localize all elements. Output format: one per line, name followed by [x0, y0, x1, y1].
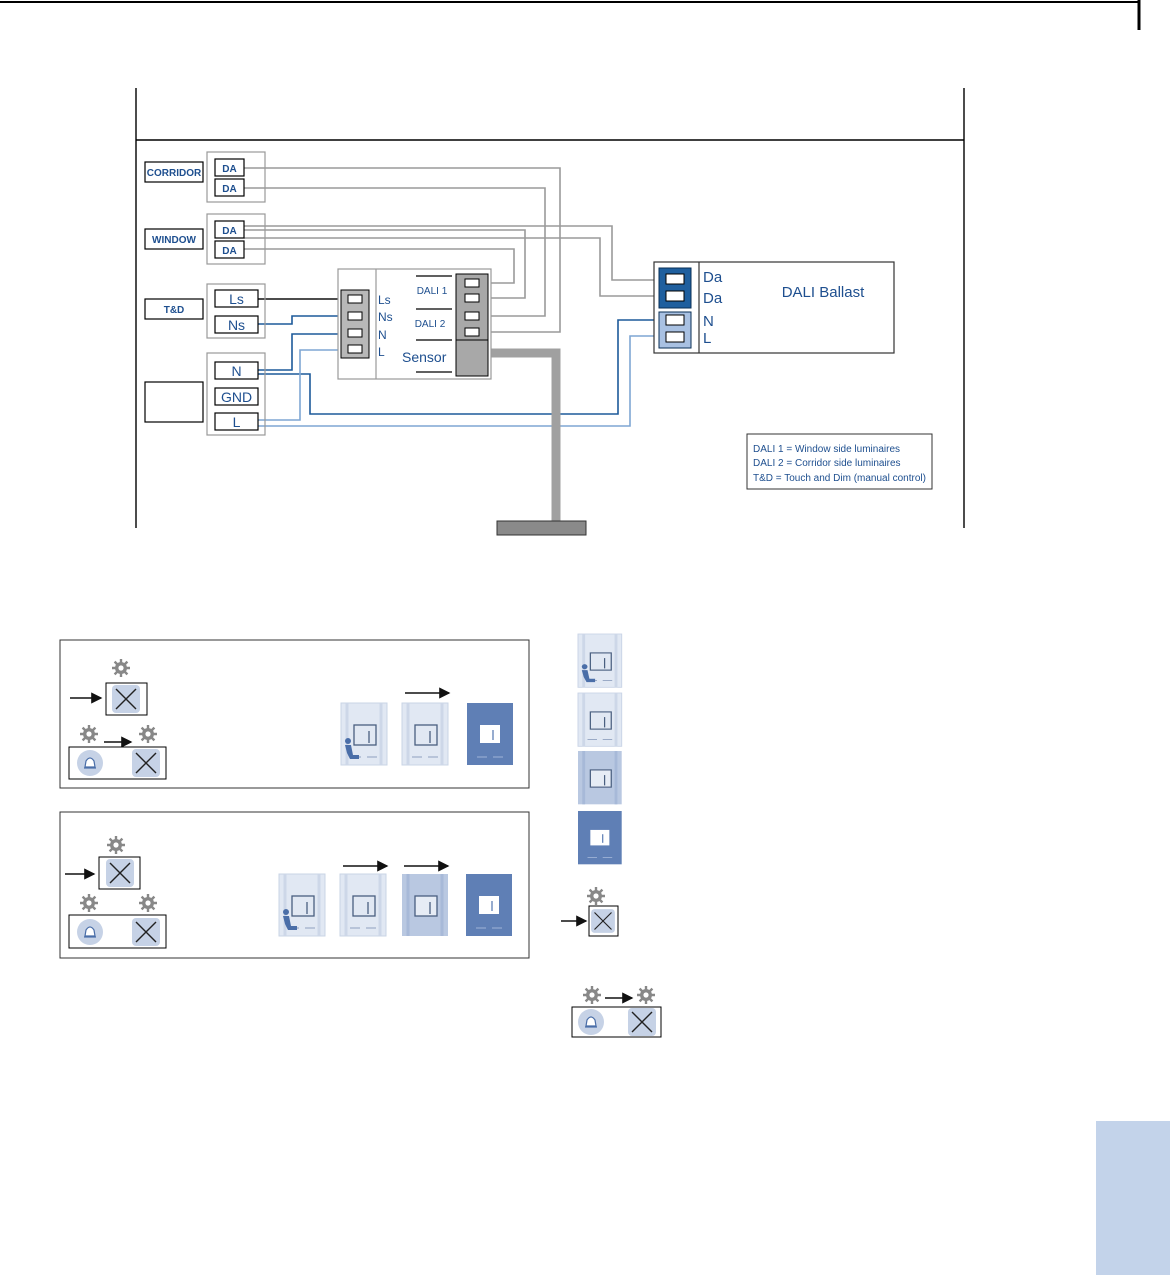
bell-icon: [76, 918, 104, 946]
room-scene-icon: [576, 749, 624, 806]
svg-text:DA: DA: [222, 184, 236, 195]
corridor-label: CORRIDOR: [144, 161, 204, 183]
svg-text:Ns: Ns: [378, 310, 393, 324]
room-scene-icon: [577, 810, 623, 865]
svg-text:Ls: Ls: [378, 293, 391, 307]
gear-icon: [137, 892, 159, 914]
svg-text:DALI 2 = Corridor side luminai: DALI 2 = Corridor side luminaires: [753, 458, 901, 469]
mode-panel-2: [59, 811, 530, 959]
room-scene-icon: [576, 632, 624, 689]
sensor-cable: [486, 348, 561, 522]
dali-ballast: Da Da N L DALI Ballast: [653, 261, 895, 354]
room-scene-icon: [339, 701, 389, 767]
window-label: WINDOW: [144, 228, 204, 250]
wiring-legend: DALI 1 = Window side luminaires DALI 2 =…: [746, 433, 933, 490]
sensor-x-icon: [105, 858, 135, 888]
gray-data-wires: [244, 167, 676, 333]
wiring-frame: [135, 88, 965, 528]
gear-icon: [137, 723, 159, 745]
power-wires: [258, 319, 676, 427]
mode-panel-1: [59, 639, 530, 789]
svg-text:DA: DA: [222, 164, 236, 175]
td-terminal-block: Ls Ns: [206, 283, 266, 339]
svg-text:L: L: [703, 330, 711, 347]
svg-text:DALI 1 = Window side luminaire: DALI 1 = Window side luminaires: [753, 444, 900, 455]
sensor-x-icon: [627, 1007, 657, 1037]
svg-text:CORRIDOR: CORRIDOR: [147, 168, 202, 179]
icon-key-column: [561, 632, 662, 1038]
gear-icon: [585, 885, 607, 907]
sensor-x-icon: [131, 748, 161, 778]
svg-text:L: L: [378, 345, 385, 359]
room-scene-icon: [400, 872, 450, 938]
svg-text:Ns: Ns: [228, 317, 245, 333]
room-scene-icon: [277, 872, 327, 938]
gear-icon: [110, 657, 132, 679]
sensor-x-icon: [131, 917, 161, 947]
svg-text:WINDOW: WINDOW: [152, 235, 196, 246]
gear-icon: [581, 984, 603, 1006]
room-scene-icon: [576, 691, 624, 748]
sensor-unit: Ls Ns N L DALI 1 DALI 2 Sensor: [337, 268, 492, 380]
svg-text:Da: Da: [703, 290, 723, 307]
svg-text:Da: Da: [703, 269, 723, 286]
svg-text:DALI 1: DALI 1: [417, 286, 448, 297]
room-scene-icon: [466, 702, 514, 766]
svg-text:T&D = Touch and Dim (manual co: T&D = Touch and Dim (manual control): [753, 473, 926, 484]
svg-text:N: N: [703, 313, 714, 330]
svg-text:Ls: Ls: [229, 291, 244, 307]
gear-icon: [105, 834, 127, 856]
sensor-x-icon: [590, 908, 616, 934]
bell-icon: [76, 749, 104, 777]
power-terminal-block: N GND L: [206, 352, 266, 436]
sensor-head: [496, 520, 587, 536]
svg-text:N: N: [378, 328, 387, 342]
svg-text:GND: GND: [221, 389, 252, 405]
gear-icon: [78, 723, 100, 745]
svg-text:DALI Ballast: DALI Ballast: [782, 284, 865, 301]
room-scene-icon: [465, 873, 513, 937]
chapter-side-tab: [1096, 1121, 1170, 1275]
gear-icon: [635, 984, 657, 1006]
td-label: T&D: [144, 298, 204, 320]
svg-text:N: N: [231, 363, 241, 379]
svg-text:Sensor: Sensor: [402, 349, 447, 365]
mains-supply-box: [144, 381, 204, 423]
svg-text:DALI 2: DALI 2: [415, 319, 446, 330]
room-scene-icon: [338, 872, 388, 938]
svg-text:T&D: T&D: [164, 305, 185, 316]
room-scene-icon: [400, 701, 450, 767]
sensor-x-icon: [111, 684, 141, 714]
gear-icon: [78, 892, 100, 914]
svg-text:DA: DA: [222, 226, 236, 237]
window-terminal-block: DA DA: [206, 213, 266, 265]
corridor-terminal-block: DA DA: [206, 151, 266, 203]
bell-icon: [577, 1008, 605, 1036]
svg-text:L: L: [233, 414, 241, 430]
svg-text:DA: DA: [222, 246, 236, 257]
